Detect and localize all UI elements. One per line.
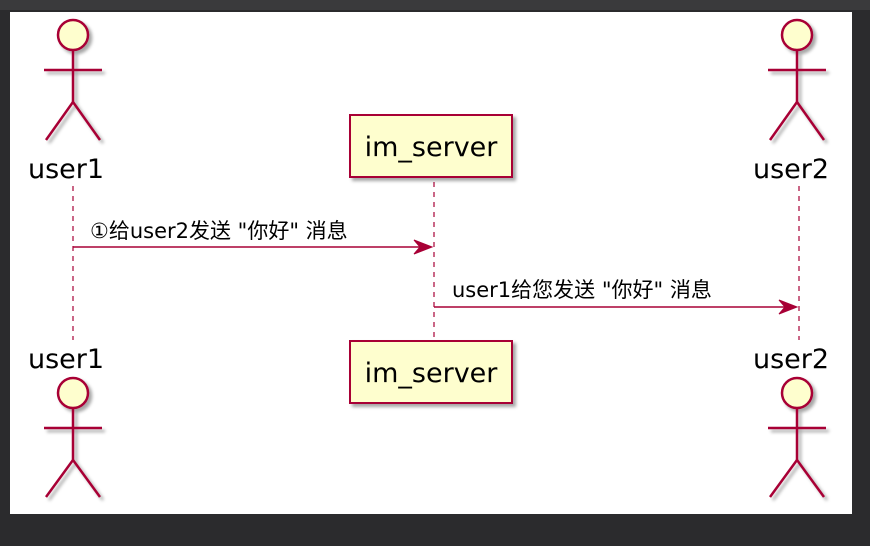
window-top-edge — [0, 0, 870, 10]
participant-label-im-server-top: im_server — [365, 132, 499, 163]
actor-label-user1-top: user1 — [28, 154, 104, 185]
actor-label-user2-top: user2 — [753, 154, 829, 185]
actor-label-user2-bottom: user2 — [753, 344, 829, 375]
participant-box-im-server-top: im_server — [349, 114, 513, 178]
participant-box-im-server-bottom: im_server — [349, 340, 513, 404]
diagram-canvas — [10, 12, 852, 514]
actor-icon-user1-top — [44, 18, 102, 141]
message-arrow-2 — [434, 299, 799, 315]
participant-label-im-server-bottom: im_server — [365, 358, 499, 389]
actor-icon-user2-top — [768, 18, 826, 141]
message-label-2: user1给您发送 "你好" 消息 — [452, 278, 712, 302]
actor-icon-user1-bottom — [44, 376, 102, 498]
actor-icon-user2-bottom — [768, 376, 826, 498]
message-label-1: ①给user2发送 "你好" 消息 — [90, 219, 348, 243]
message-arrow-1 — [73, 239, 434, 255]
actor-label-user1-bottom: user1 — [28, 344, 104, 375]
